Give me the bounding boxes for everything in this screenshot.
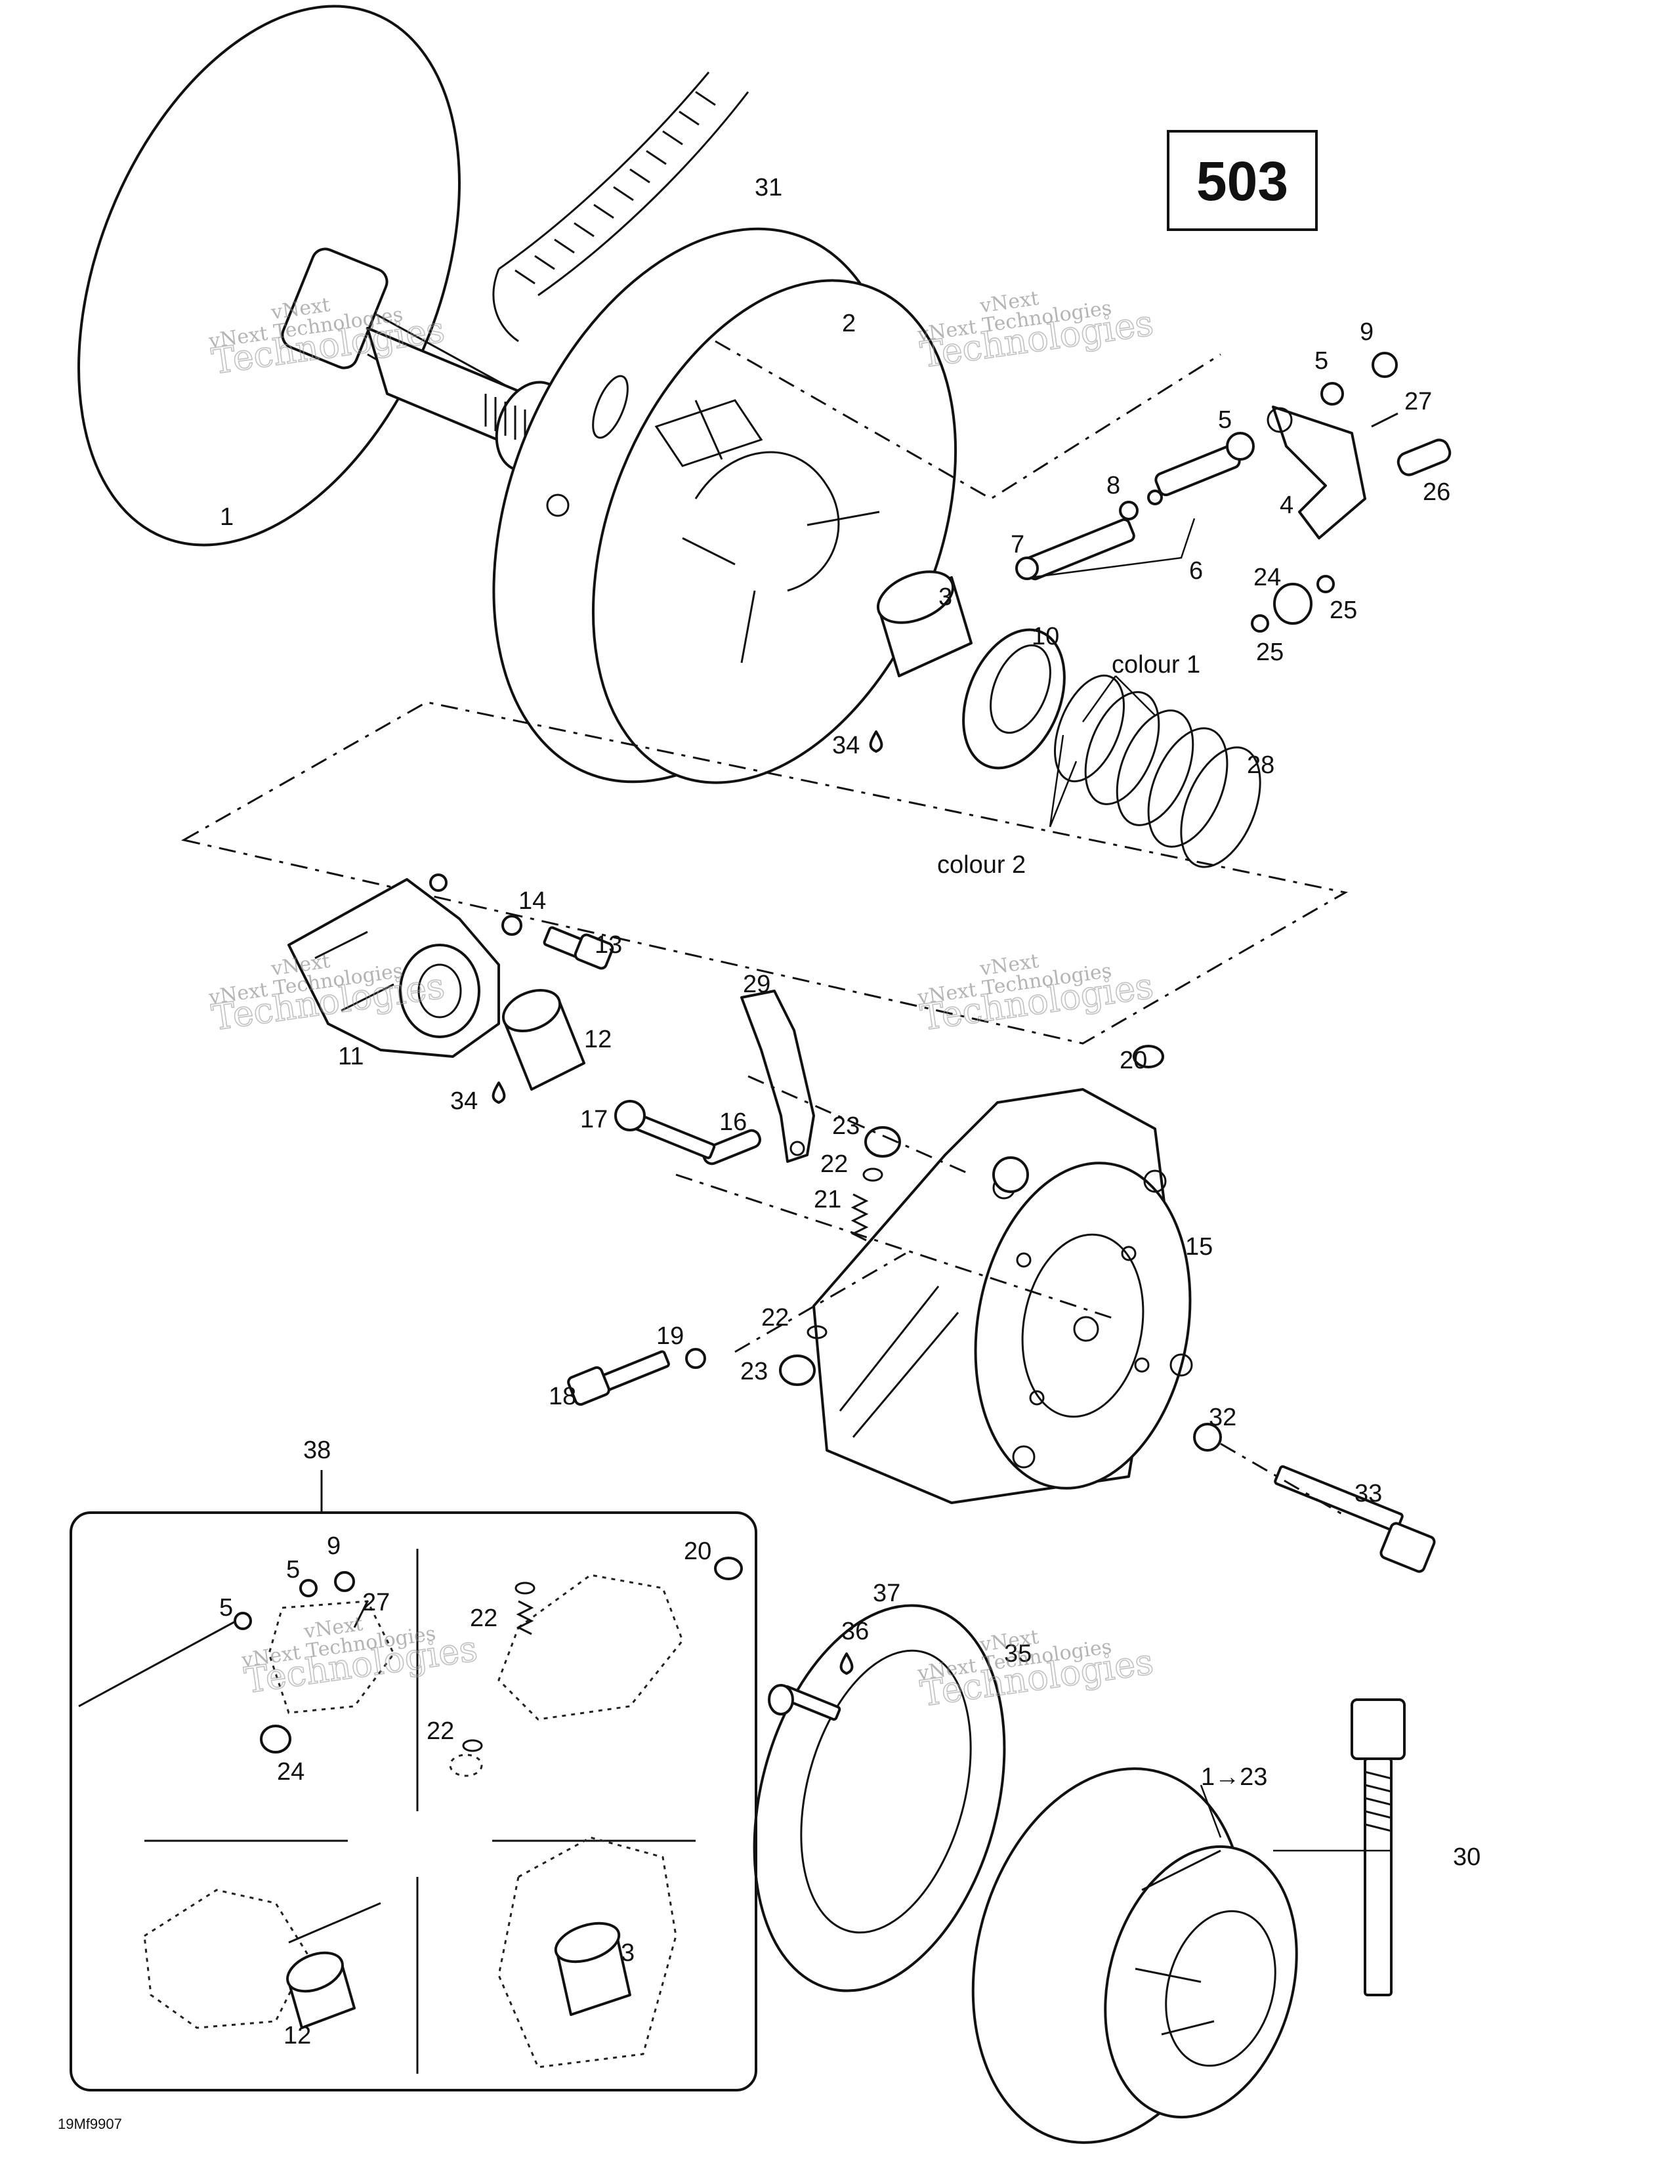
callout-37: 37	[873, 1580, 900, 1607]
inset-callout-12: 12	[284, 2022, 311, 2049]
part-spider-housing	[812, 1088, 1193, 1504]
inset-callout-22b: 22	[427, 1717, 454, 1745]
part-governor-cup	[287, 873, 500, 1058]
callout-17: 17	[580, 1106, 608, 1133]
callout-12: 12	[584, 1026, 612, 1053]
inset-callout-20: 20	[684, 1538, 711, 1565]
label-colour-2: colour 2	[937, 851, 1026, 879]
callout-25a: 25	[1330, 597, 1357, 624]
callout-35: 35	[1004, 1640, 1032, 1668]
callout-21: 21	[814, 1186, 841, 1213]
label-colour-1: colour 1	[1112, 651, 1200, 679]
callout-10: 10	[1032, 623, 1059, 650]
callout-22b: 22	[761, 1304, 789, 1332]
callout-24: 24	[1253, 564, 1281, 591]
part-roller-23	[779, 1126, 901, 1386]
grease-drop-icon	[492, 1082, 506, 1104]
callout-3: 3	[938, 583, 952, 611]
callout-13: 13	[595, 931, 622, 959]
part-washer-22	[807, 1167, 883, 1339]
part-screw-17	[614, 1100, 716, 1160]
callout-5b: 5	[1218, 406, 1232, 434]
callout-33: 33	[1354, 1480, 1382, 1507]
part-movable-sheave	[492, 227, 957, 784]
callout-7: 7	[1011, 531, 1024, 558]
callout-26: 26	[1423, 478, 1450, 506]
callout-4: 4	[1280, 492, 1293, 519]
callout-1: 1	[220, 503, 234, 531]
callout-20: 20	[1120, 1047, 1147, 1074]
callout-2: 2	[842, 310, 856, 337]
callout-5a: 5	[1314, 347, 1328, 375]
inset-callout-5a: 5	[286, 1556, 300, 1584]
part-nut-20	[1133, 1045, 1164, 1068]
part-pin-16	[702, 1129, 761, 1166]
callout-23b: 23	[740, 1358, 768, 1385]
callout-8: 8	[1106, 472, 1120, 499]
part-washer-32	[1193, 1423, 1222, 1452]
callout-9: 9	[1360, 318, 1374, 346]
inset-callout-22a: 22	[470, 1605, 497, 1632]
callout-34b: 34	[450, 1087, 478, 1115]
part-screw-13	[543, 926, 614, 970]
inset-callout-24: 24	[277, 1758, 304, 1786]
part-washer-19	[685, 1348, 706, 1369]
callout-14: 14	[518, 887, 546, 915]
callout-1-to-23: 1→23	[1201, 1763, 1267, 1791]
part-bushing-3	[876, 570, 973, 677]
callout-labels: 31 1 2 9 5 27 5 8 26 4 7 6 24 25 25 3 10…	[219, 174, 1480, 2049]
callout-28: 28	[1247, 751, 1274, 779]
part-fixed-sheave	[77, 5, 568, 547]
part-spring	[1054, 674, 1261, 868]
drawing-code: 19Mf9907	[58, 2116, 122, 2132]
callout-6: 6	[1189, 557, 1203, 585]
part-washer-10	[962, 628, 1066, 770]
part-bushing-12	[501, 989, 585, 1091]
inset-callout-9: 9	[327, 1532, 341, 1560]
callout-25b: 25	[1256, 639, 1284, 666]
inset-callout-3: 3	[621, 1939, 635, 1967]
callout-27: 27	[1404, 388, 1432, 415]
callout-30: 30	[1453, 1843, 1480, 1871]
part-bolt-30	[1351, 1698, 1406, 1996]
callout-36: 36	[841, 1618, 869, 1645]
callout-29: 29	[743, 971, 770, 998]
callout-22a: 22	[820, 1150, 848, 1178]
callout-38: 38	[303, 1437, 331, 1464]
part-screw-36	[768, 1684, 841, 1721]
diagram-number-box: 503	[1167, 130, 1318, 231]
callout-31: 31	[755, 174, 782, 201]
part-drop-37	[839, 1652, 854, 1675]
callout-16: 16	[719, 1108, 747, 1136]
part-washer-14	[501, 915, 522, 936]
callout-23a: 23	[832, 1112, 860, 1140]
callout-19: 19	[656, 1322, 684, 1350]
diagram-number: 503	[1196, 150, 1288, 212]
assembly-line-lower	[180, 701, 1349, 1045]
callout-15: 15	[1185, 1233, 1213, 1261]
inset-box	[70, 1511, 757, 2091]
part-weight-29	[740, 990, 815, 1163]
inset-callout-5b: 5	[219, 1594, 233, 1622]
inset-callout-27: 27	[362, 1589, 390, 1616]
grease-drop-icon	[869, 730, 883, 753]
part-drive-belt	[492, 72, 749, 343]
part-roller-arm-set	[1015, 352, 1452, 633]
callout-32: 32	[1209, 1404, 1236, 1431]
part-bolt-33	[1274, 1465, 1436, 1573]
callout-18: 18	[549, 1383, 576, 1410]
part-screw-18	[567, 1350, 670, 1406]
callout-11: 11	[338, 1043, 364, 1070]
part-complete-pulley	[971, 1767, 1298, 2144]
callout-34a: 34	[832, 732, 860, 759]
